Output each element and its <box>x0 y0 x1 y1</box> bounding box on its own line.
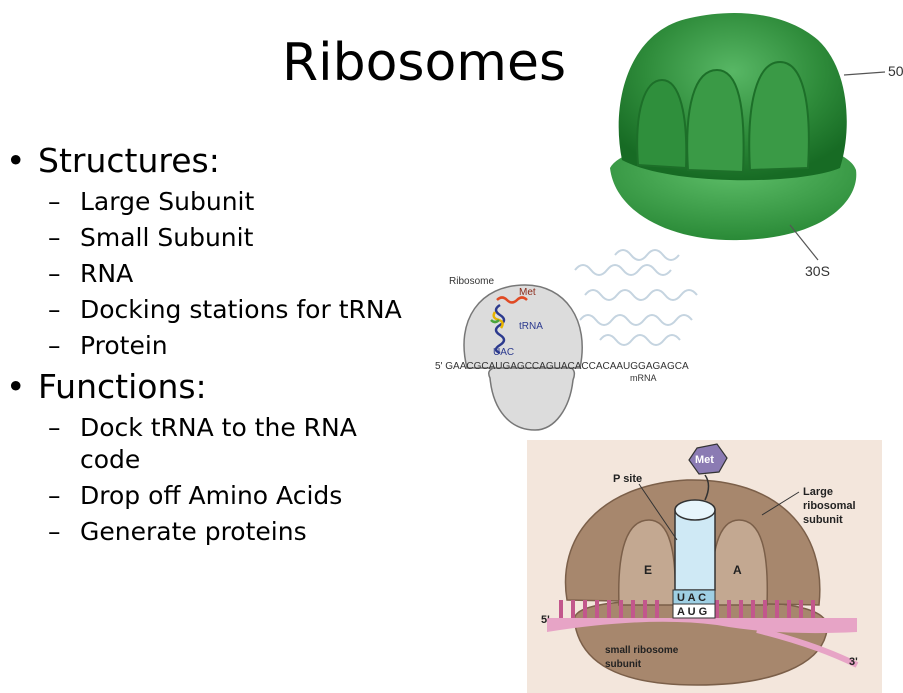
label-large-line3: subunit <box>803 514 843 526</box>
subunit-arch <box>686 68 745 174</box>
met-link <box>704 474 710 501</box>
translation-figure: Ribosome Met tRNA UAC 5' GAACGCAUGAGCCAG… <box>435 249 698 431</box>
sub-item-text: Dock tRNA to the RNA code <box>80 413 357 474</box>
sub-item-text: Generate proteins <box>80 517 307 546</box>
bullet-dot: • <box>6 141 26 180</box>
label-large-line1: Large <box>803 486 833 498</box>
bullet-list: • Structures: –Large Subunit –Small Subu… <box>0 140 420 552</box>
bullet-label: Structures: <box>38 141 220 180</box>
label-p-site: P site <box>613 473 642 485</box>
label-5-prime: 5' <box>541 614 550 626</box>
sub-item: –Protein <box>48 331 168 360</box>
codon-box <box>672 603 716 619</box>
met-hexagon <box>688 443 728 475</box>
sub-item: –Drop off Amino Acids <box>48 481 343 510</box>
sub-item-text: RNA <box>80 259 134 288</box>
sub-item: –Large Subunit <box>48 187 255 216</box>
bullet-functions: • Functions: <box>0 366 420 408</box>
small-subunit <box>488 364 576 431</box>
p-site-line <box>638 483 678 541</box>
large-subunit-line <box>761 491 800 516</box>
sub-item: –Dock tRNA to the RNA code <box>48 413 357 474</box>
polypeptide-cloud <box>574 249 698 346</box>
label-e-site: E <box>644 563 652 577</box>
label-30s: 30S <box>805 263 830 279</box>
bullet-label: Functions: <box>38 367 207 406</box>
sub-item: –Docking stations for tRNA <box>48 295 402 324</box>
sub-item-text: Small Subunit <box>80 223 254 252</box>
sub-item: –Generate proteins <box>48 517 307 546</box>
slide-title: Ribosomes <box>282 33 567 93</box>
sub-item: –Small Subunit <box>48 223 254 252</box>
sub-item-text: Protein <box>80 331 168 360</box>
label-large-line2: ribosomal <box>803 500 856 512</box>
label-small-line2: subunit <box>605 659 642 670</box>
label-anticodon: U A C <box>677 592 706 604</box>
trna-top <box>674 499 716 521</box>
mrna-tail <box>756 627 859 668</box>
sub-item: –RNA <box>48 259 134 288</box>
label-50s: 50S <box>888 63 903 79</box>
label-anticodon: UAC <box>493 347 514 358</box>
mrna-sequence: 5' GAACGCAUGAGCCAGUACACCACAAUGGAGAGCA <box>435 361 689 372</box>
ribosome-3d-figure: 50S 30S <box>610 13 903 279</box>
label-met: Met <box>695 454 714 466</box>
mrna-strand <box>547 618 857 634</box>
large-subunit <box>463 284 583 369</box>
sub-item-text: Docking stations for tRNA <box>80 295 402 324</box>
structures-sublist: –Large Subunit –Small Subunit –RNA –Dock… <box>0 186 420 362</box>
functions-sublist: –Dock tRNA to the RNA code –Drop off Ami… <box>0 412 420 548</box>
ribosome-sites-figure: U A C A U G Met P site Large ribosomal s… <box>527 440 882 693</box>
sub-item-text: Drop off Amino Acids <box>80 481 343 510</box>
label-small-line1: small ribosome <box>605 645 679 656</box>
label-trna: tRNA <box>519 321 543 332</box>
mrna-bases <box>559 600 815 618</box>
label-ribosome: Ribosome <box>449 276 494 287</box>
bullet-structures: • Structures: <box>0 140 420 182</box>
bullet-dot: • <box>6 367 26 406</box>
label-met: Met <box>519 287 536 298</box>
trna-arm <box>490 319 500 324</box>
label-3-prime: 3' <box>849 656 858 668</box>
subunit-arch <box>748 60 810 172</box>
trna-shape <box>494 303 506 355</box>
subunit-arch <box>636 78 688 170</box>
trna-arm <box>496 296 528 304</box>
label-mrna: mRNA <box>630 373 657 383</box>
label-line-30s <box>789 224 819 261</box>
label-line-50s <box>843 71 886 76</box>
sub-item-text: Large Subunit <box>80 187 255 216</box>
label-a-site: A <box>733 563 742 577</box>
label-codon: A U G <box>677 606 707 618</box>
